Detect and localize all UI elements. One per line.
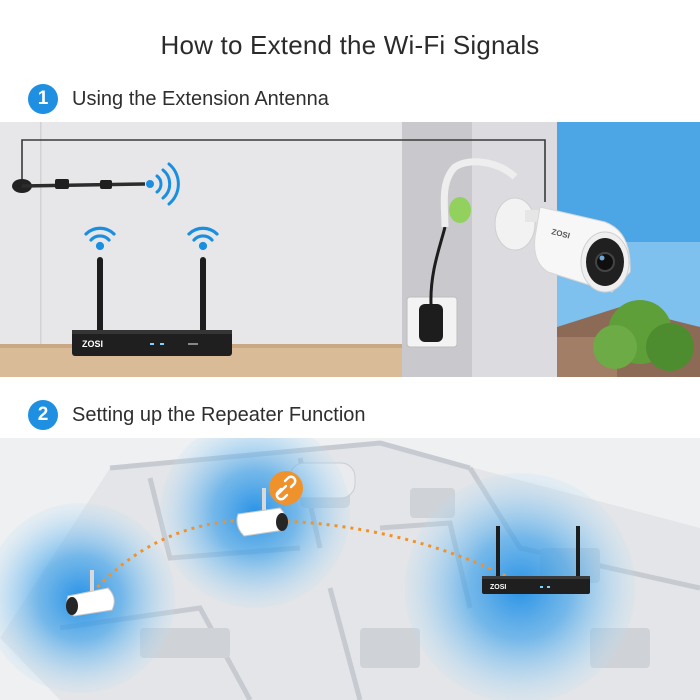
house-floorplan-scene: ZOSI [0,438,700,700]
repeater-function-illustration: ZOSI [0,438,700,700]
indoor-outdoor-scene: ZOSI ZOSI [0,122,700,377]
wifi-icon-right [187,226,219,251]
nvr-repeater-brand-label: ZOSI [490,584,506,591]
nvr-recorder [72,330,232,356]
step-2-number-badge: 2 [28,400,58,430]
camera-cable [440,158,518,228]
antenna-wifi-icon [155,162,180,206]
extension-antenna-illustration: ZOSI ZOSI [0,122,700,377]
camera-center [236,488,288,537]
step-1-heading: 1 Using the Extension Antenna [28,84,329,114]
nvr-antenna-right [200,257,206,335]
bullet-camera: ZOSI [494,197,631,293]
step-1-number-badge: 1 [28,84,58,114]
link-icon [269,471,303,505]
step-2-heading: 2 Setting up the Repeater Function [28,400,366,430]
wifi-icon-left [84,226,116,251]
camera-left [66,570,115,617]
step-1-label: Using the Extension Antenna [72,87,329,110]
extension-cable [21,139,546,202]
power-adapter [419,304,443,342]
nvr-recorder-repeater [482,526,590,594]
camera-brand-label: ZOSI [551,227,571,240]
step-2-label: Setting up the Repeater Function [72,403,366,426]
page-title: How to Extend the Wi-Fi Signals [160,30,540,60]
extension-antenna [21,182,146,188]
repeater-link-path [90,518,511,595]
nvr-brand-label: ZOSI [82,339,103,349]
nvr-antenna-left [97,257,103,335]
